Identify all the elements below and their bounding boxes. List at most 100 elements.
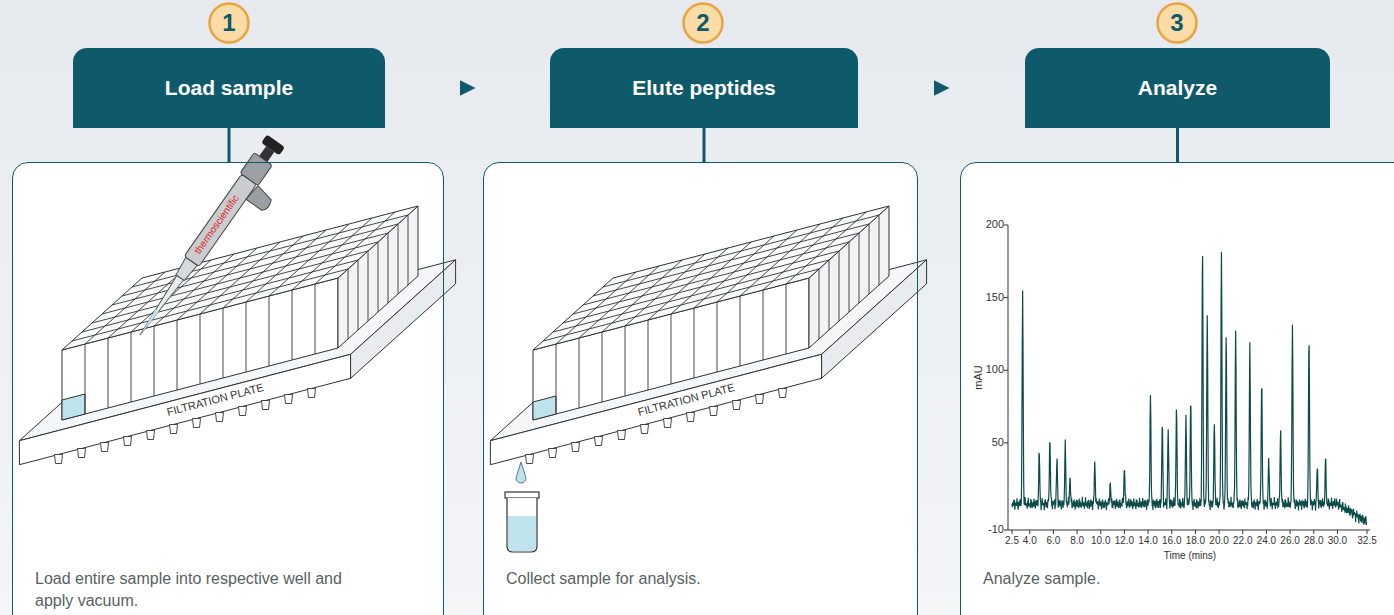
tip-liquid [138,309,158,336]
x-tick [1242,530,1243,534]
x-tick [1053,530,1054,534]
well-wall [786,284,787,354]
well-wall [108,338,109,408]
wells-top [62,206,418,350]
well-wall [859,233,860,303]
well-wall [408,215,409,285]
well-wall [625,326,626,396]
drain-nozzle [664,419,672,428]
well-wall [154,326,155,396]
panel-ground [12,162,444,615]
well-wall [717,302,718,372]
drain-nozzle [55,455,63,464]
step-caption: Load entire sample into respective well … [35,568,355,612]
well-wall [269,296,270,366]
well-wall [573,242,849,314]
step-title: Analyze [1138,76,1217,100]
drain-nozzle [756,395,764,404]
x-tick-label: 30.0 [1328,535,1347,547]
drain-nozzle [239,407,247,416]
y-tick-label: 100 [986,363,1004,376]
y-axis [1008,225,1009,530]
x-axis [1008,530,1370,531]
drain-nozzle [193,419,201,428]
y-axis-title: mAU [971,365,984,389]
drain-nozzle [526,455,534,464]
step-number-circle: 2 [682,2,724,44]
well-wall [102,242,378,314]
drain-nozzle [285,395,293,404]
wells-top [533,206,889,350]
x-tick-label: 18.0 [1186,535,1205,547]
chromatogram [1004,225,1370,534]
well-wall [603,215,879,287]
plate-label: FILTRATION PLATE [165,381,265,419]
drain-nozzle [641,425,649,434]
step-number-circle: 3 [1156,2,1198,44]
x-tick [1367,530,1368,534]
drain-nozzle [308,389,316,398]
well-wall [122,224,398,296]
well-wall [671,314,672,384]
well-liquid [533,396,556,420]
well-wall [583,233,859,305]
drain-nozzle [124,437,132,446]
x-tick-label: 8.0 [1070,535,1084,547]
y-tick [1004,297,1008,298]
well-wall [85,344,86,414]
step-number-circle: 1 [208,2,250,44]
well-wall [378,242,379,312]
step-arrow [385,88,550,89]
pipette-shaft [184,174,256,266]
x-axis-title: Time (mins) [1164,550,1216,562]
circle-shape [210,4,249,43]
step-header-box: Analyze [1025,48,1330,128]
y-tick-label: 50 [992,436,1004,449]
well-wall [358,260,359,330]
well-wall [177,320,178,390]
drain-nozzle [216,413,224,422]
step-title: Elute peptides [632,76,776,100]
well-wall [740,296,741,366]
x-tick-label: 10.0 [1091,535,1110,547]
step-caption: Collect sample for analysis. [506,568,866,590]
well-wall [593,224,869,296]
panel-grounds [12,162,1394,615]
x-tick-label: 20.0 [1209,535,1228,547]
step-panel: Load entire sample into respective well … [12,162,444,615]
x-tick [1266,530,1267,534]
y-tick [1004,225,1008,226]
well-wall [112,233,388,305]
x-tick-label: 4.0 [1023,535,1037,547]
vial-rim [505,492,539,498]
x-tick-label: 26.0 [1280,535,1299,547]
x-tick [1171,530,1172,534]
stem-line [1176,128,1179,162]
well-wall [348,269,349,339]
x-tick-label: 28.0 [1304,535,1323,547]
vial-liquid [508,516,536,551]
vial-body [507,498,537,552]
y-tick-label: 200 [986,218,1004,231]
drain-nozzle [101,443,109,452]
circle-shape [1158,4,1197,43]
step-number: 3 [1170,9,1183,37]
well-wall [694,308,695,378]
well-wall [819,269,820,339]
step-arrow [858,88,1025,89]
well-wall [556,344,557,414]
well-wall [839,251,840,321]
pipette-tip [137,275,184,337]
step-header-box: Elute peptides [550,48,858,128]
drain-nozzle [572,443,580,452]
well-wall [131,332,132,402]
x-tick-label: 14.0 [1138,535,1157,547]
step-header-box: Load sample [73,48,385,128]
y-tick [1004,442,1008,443]
well-liquid [62,394,85,420]
y-tick-label: 150 [986,291,1004,304]
drain-nozzle [78,449,86,458]
step-number: 1 [222,9,235,37]
collection-vial [505,462,539,552]
